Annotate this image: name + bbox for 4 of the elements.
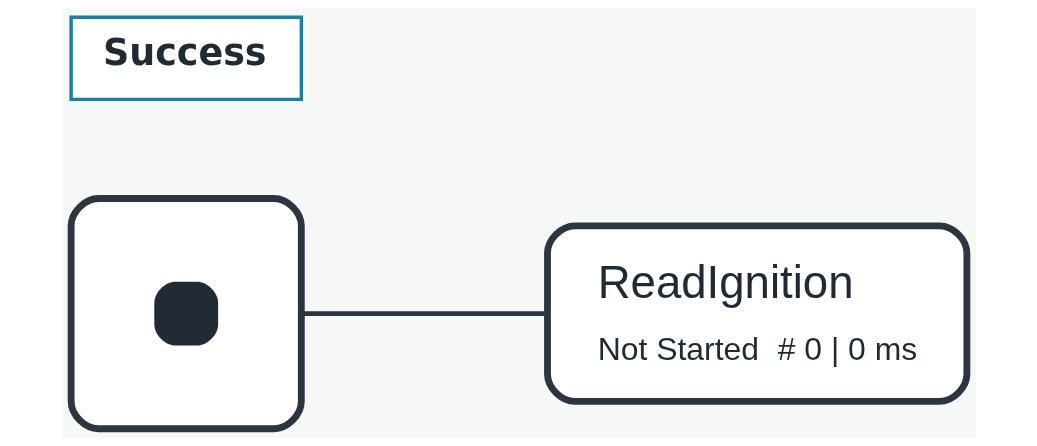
- connector: [301, 311, 547, 316]
- node-box: ReadIgnition Not Started # 0 | 0 ms: [543, 222, 970, 405]
- node-box: Success: [68, 15, 303, 102]
- node-box: [67, 195, 305, 433]
